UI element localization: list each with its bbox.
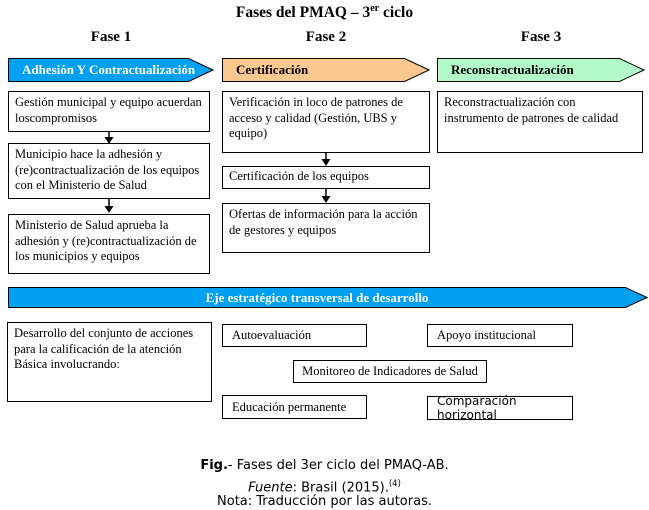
page-title-superscript: er — [370, 3, 380, 14]
banner-reconstractualizacion-label: Reconstractualización — [451, 62, 574, 77]
banner-eje-label: Eje estratégico transversal de desarroll… — [205, 290, 429, 305]
fase3-box-reconstractualizacion: Reconstractualización con instrumento de… — [437, 91, 643, 153]
eje-box-desarrollo: Desarrollo del conjunto de acciones para… — [7, 322, 212, 402]
arrow-banner-shape-reconstractualizacion — [437, 58, 645, 82]
eje-box-comparacion-horizontal: Comparación horizontal — [427, 394, 573, 422]
fase2-box-certificacion: Certificación de los equipos — [222, 166, 430, 189]
phase-header-fase3: Fase 3 — [520, 29, 562, 45]
arrow-down-icon — [104, 131, 114, 144]
page-title-tail: ciclo — [379, 4, 414, 22]
banner-reconstractualizacion: Reconstractualización — [437, 58, 645, 82]
banner-eje-transversal: Eje estratégico transversal de desarroll… — [8, 287, 648, 308]
caption-fig-text: - Fases del 3er ciclo del PMAQ-AB. — [227, 458, 449, 473]
eje-box-monitoreo: Monitoreo de Indicadores de Salud — [293, 360, 487, 383]
fase2-box-verificacion: Verificación in loco de patrones de acce… — [222, 91, 430, 153]
figure-caption: Fig.- Fases del 3er ciclo del PMAQ-AB. — [0, 458, 649, 473]
banner-certificacion: Certificación — [222, 58, 430, 82]
fase1-box-ministerio: Ministerio de Salud aprueba la adhesión … — [8, 214, 210, 274]
arrow-down-icon — [321, 189, 331, 203]
arrow-banner-shape-eje — [8, 287, 648, 308]
eje-box-educacion-permanente: Educación permanente — [222, 395, 367, 419]
eje-box-autoevaluacion: Autoevaluación — [222, 324, 367, 347]
caption-fuente-text: : Brasil (2015). — [292, 480, 389, 496]
caption-fuente-ref: (4) — [388, 479, 401, 489]
fase1-box-municipio: Municipio hace la adhesión y (re)contrac… — [8, 143, 210, 199]
page-title: Fases del PMAQ – 3er ciclo — [0, 3, 649, 22]
eje-box-apoyo-institucional: Apoyo institucional — [427, 324, 573, 347]
figure-source: Fuente: Brasil (2015).(4) — [0, 479, 649, 495]
phase-header-fase1: Fase 1 — [90, 29, 132, 45]
phase-header-fase2: Fase 2 — [305, 29, 347, 45]
arrow-down-icon — [104, 199, 114, 213]
caption-fuente-label: Fuente — [248, 480, 293, 496]
arrow-banner-shape-adhesion — [8, 58, 214, 82]
arrow-down-icon — [321, 153, 331, 166]
arrow-banner-shape-certificacion — [222, 58, 430, 82]
banner-adhesion: Adhesión Y Contractualización — [8, 58, 214, 82]
banner-adhesion-label: Adhesión Y Contractualización — [22, 62, 196, 77]
caption-fig-label: Fig. — [200, 458, 228, 473]
figure-note: Nota: Traducción por las autoras. — [217, 494, 432, 509]
banner-certificacion-label: Certificación — [236, 62, 309, 77]
fase2-box-ofertas: Ofertas de información para la acción de… — [222, 203, 430, 253]
fase1-box-gestion: Gestión municipal y equipo acuerdan losc… — [8, 91, 210, 132]
page-title-text: Fases del PMAQ – 3 — [235, 4, 371, 22]
